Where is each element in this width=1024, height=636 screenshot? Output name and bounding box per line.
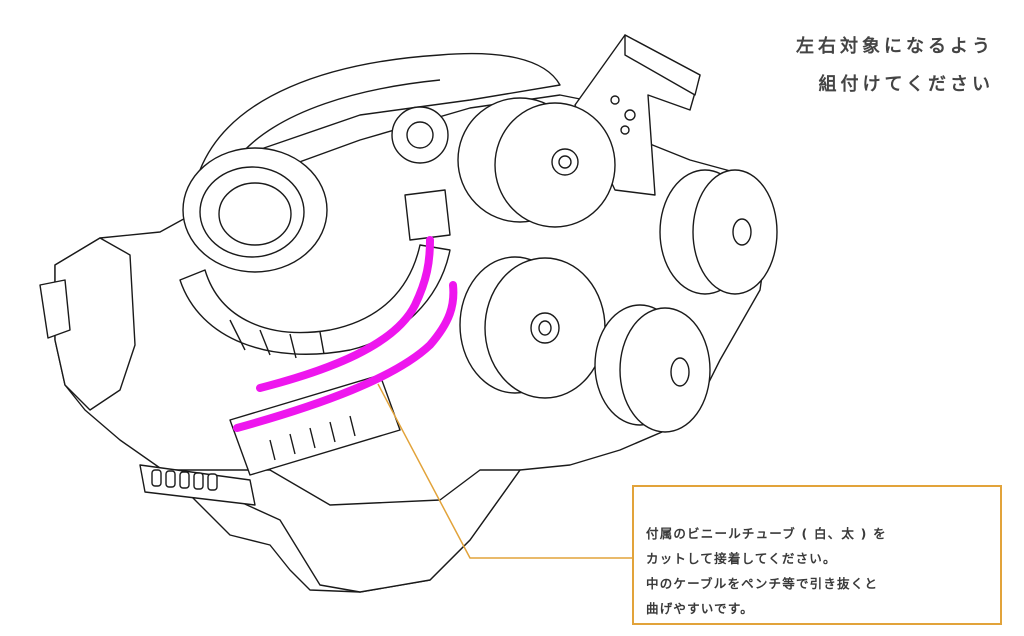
pod-lower-middle-hub-inner <box>538 320 552 336</box>
left-ring-opening <box>218 182 292 246</box>
pod-upper-middle-hub-inner <box>558 155 572 169</box>
pod-right-lower <box>619 307 711 433</box>
top-right-bracket-face <box>624 34 701 96</box>
bracket-hole <box>624 109 636 121</box>
grille-slot <box>179 471 190 489</box>
top-fitting-inner <box>406 121 434 149</box>
callout-line-3: 中のケーブルをペンチ等で引き抜くと <box>646 576 879 591</box>
leader-line <box>377 383 632 559</box>
rib <box>259 329 271 356</box>
center-pillar <box>404 189 451 241</box>
grille-slot <box>151 469 162 487</box>
tube-lower <box>233 281 458 432</box>
rib <box>229 319 246 351</box>
left-bracket <box>39 279 71 339</box>
dome-inner-line <box>239 79 441 156</box>
grille-slot <box>193 472 204 490</box>
left-front-block <box>54 237 136 411</box>
upper-dome <box>199 52 561 171</box>
callout-line-4: 曲げやすいです。 <box>646 601 754 616</box>
rib <box>319 331 325 355</box>
grille-slot <box>207 473 218 491</box>
bracket-hole <box>610 95 620 105</box>
callout-box: 付属のビニールチューブ ( 白、太 ) を カットして接着してください。 中のケ… <box>632 485 1002 625</box>
instruction-title-line-1: 左右対象になるよう <box>796 36 994 57</box>
pod-right-lower-hub <box>670 357 690 387</box>
bracket-hole <box>620 125 630 135</box>
lower-skirt <box>169 469 521 593</box>
instruction-title-line-2: 組付けてください <box>818 74 994 95</box>
pod-right-upper-hub <box>732 218 752 246</box>
callout-line-1: 付属のビニールチューブ ( 白、太 ) を <box>646 526 887 541</box>
underside-ribs <box>269 415 356 461</box>
grille-slot <box>165 470 176 488</box>
tube-upper <box>256 236 434 392</box>
rib <box>289 333 297 359</box>
callout-line-2: カットして接着してください。 <box>646 551 837 566</box>
